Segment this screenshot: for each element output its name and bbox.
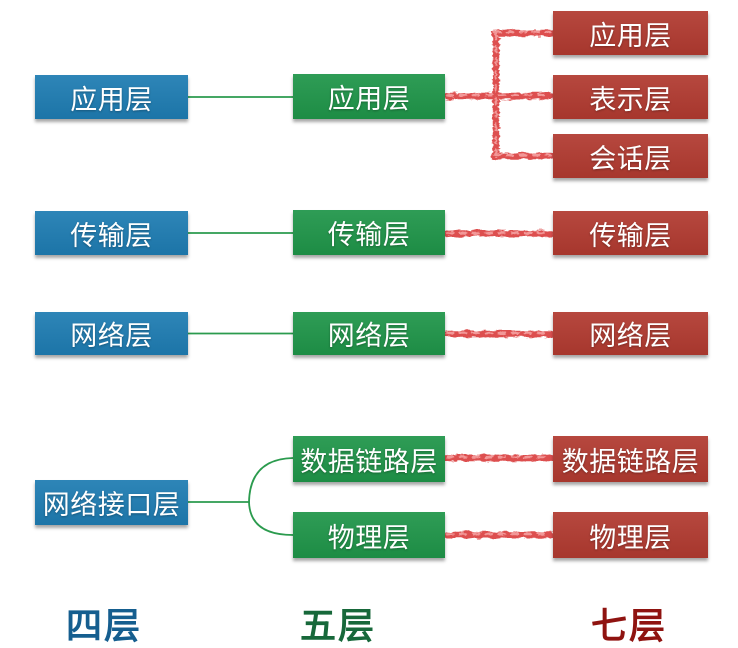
- link-interface-to-datalink: [248, 457, 294, 503]
- node-seven-session-layer: 会话层: [553, 134, 708, 178]
- node-seven-presentation-layer: 表示层: [553, 75, 708, 119]
- node-five-physical-layer: 物理层: [293, 512, 445, 558]
- node-seven-network-layer: 网络层: [553, 312, 708, 355]
- green-connectors: [187, 96, 294, 536]
- caption-seven-layer-model: 七层: [590, 605, 668, 646]
- red-connectors-highlight: [445, 30, 553, 536]
- red-connectors: [443, 29, 555, 539]
- node-seven-transport-layer: 传输层: [553, 211, 708, 255]
- caption-five-layer-model: 五层: [299, 605, 377, 646]
- node-four-network-interface-layer: 网络接口层: [35, 480, 188, 525]
- link-interface-to-physical: [248, 501, 294, 536]
- node-five-datalink-layer: 数据链路层: [293, 436, 445, 482]
- node-four-application-layer: 应用层: [35, 75, 188, 119]
- node-five-application-layer: 应用层: [293, 74, 445, 119]
- node-four-network-layer: 网络层: [35, 312, 188, 355]
- node-seven-physical-layer: 物理层: [553, 512, 708, 558]
- node-seven-datalink-layer: 数据链路层: [553, 436, 708, 482]
- node-four-transport-layer: 传输层: [35, 211, 188, 255]
- node-seven-application-layer: 应用层: [553, 11, 708, 55]
- caption-four-layer-model: 四层: [65, 605, 143, 646]
- node-five-transport-layer: 传输层: [293, 210, 445, 255]
- node-five-network-layer: 网络层: [293, 312, 445, 355]
